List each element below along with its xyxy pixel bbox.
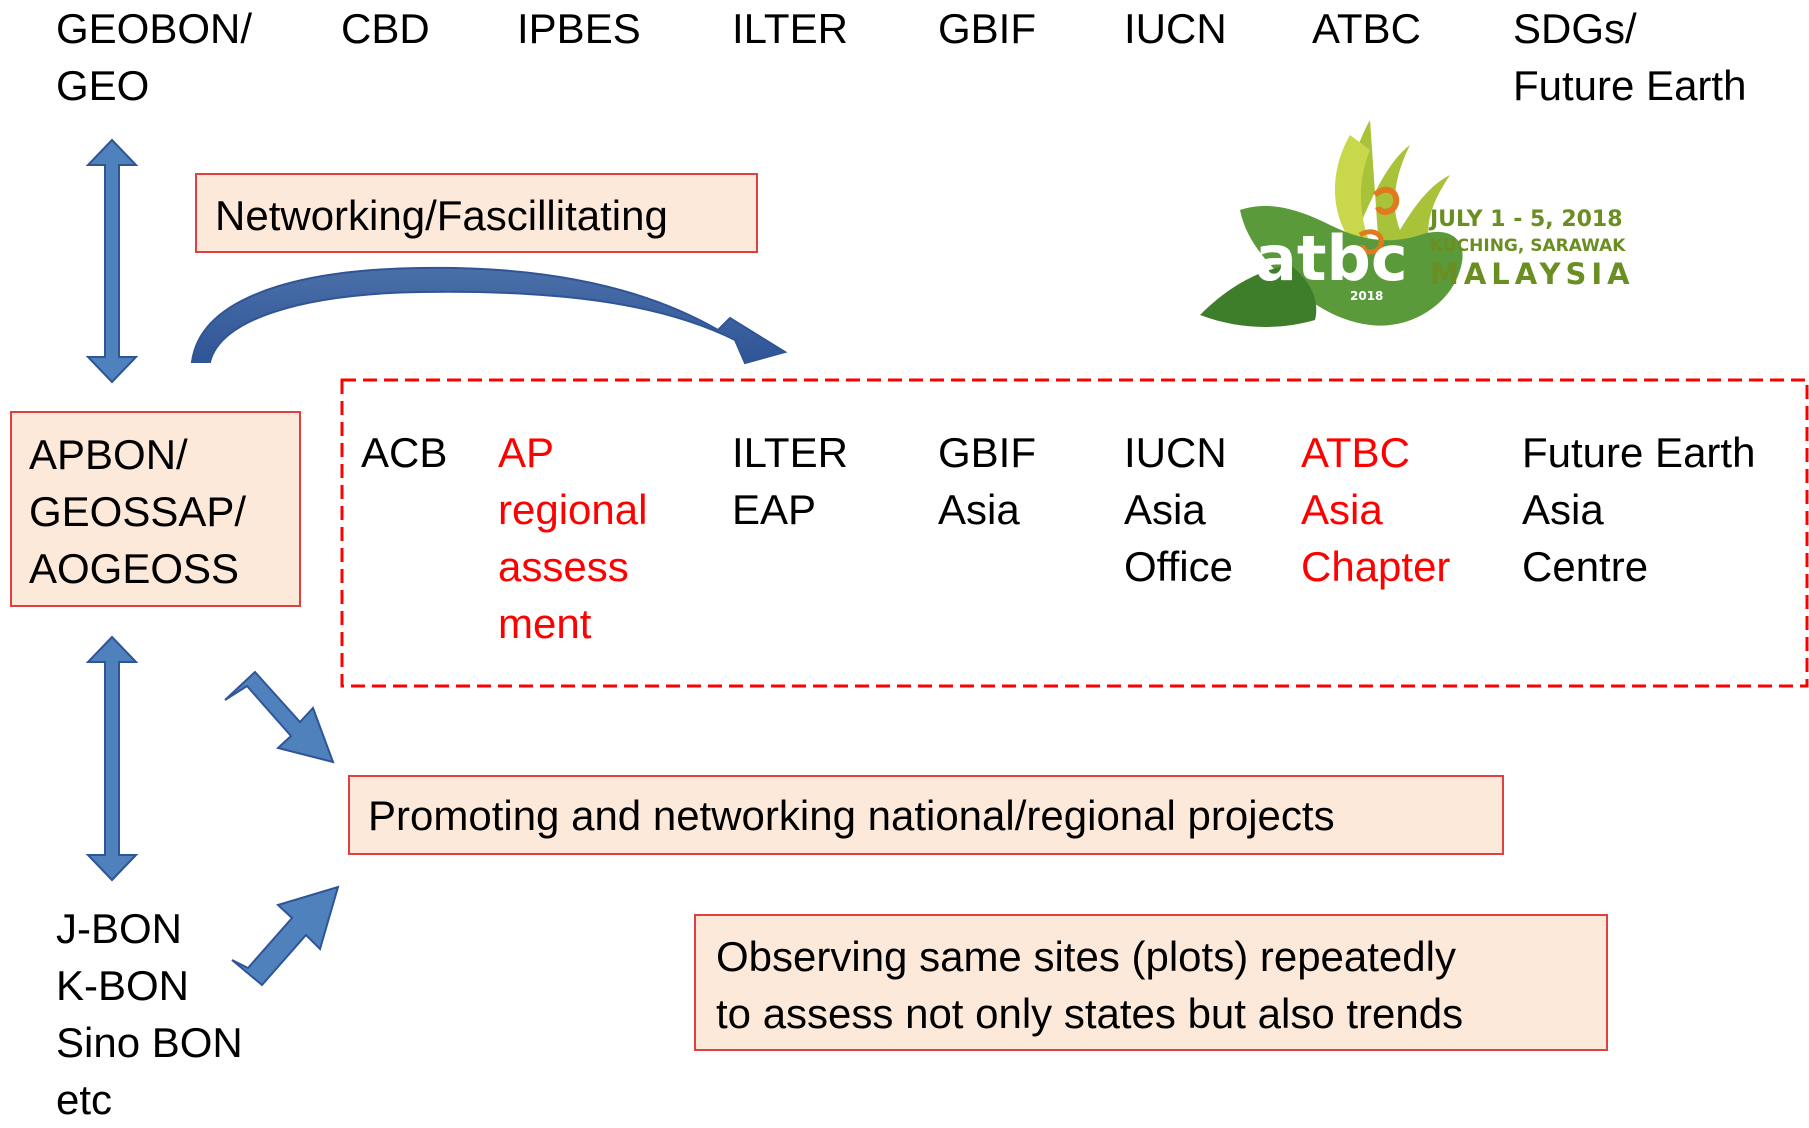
logo-country: MALAYSIA [1430,257,1635,291]
networking-box: Networking/Fascillitating [195,173,758,253]
regional-iucn-asia: IUCN Asia Office [1124,429,1233,590]
regional-gbif-asia: GBIF Asia [938,429,1037,533]
logo-place: KUCHING, SARAWAK [1430,236,1626,256]
regional-ilter-eap: ILTER EAP [732,429,848,533]
org-cbd: CBD [341,5,430,52]
org-ilter: ILTER [732,5,848,52]
double-arrow-bottom [85,635,139,882]
regional-future-earth-asia: Future Earth Asia Centre [1522,429,1756,590]
atbc-2018-logo: atbc 2018 JULY 1 - 5, 2018 KUCHING, SARA… [1200,115,1660,345]
apbon-box: APBON/ GEOSSAP/ AOGEOSS [10,411,301,607]
diagonal-arrow-lower [231,885,340,987]
regional-dashed-frame [340,378,1809,688]
org-ipbes: IPBES [517,5,641,52]
regional-atbc-asia: ATBC Asia Chapter [1301,429,1451,590]
observing-box: Observing same sites (plots) repeatedly … [694,914,1608,1051]
org-gbif: GBIF [938,5,1037,52]
curved-arrow [190,266,788,365]
logo-dates: JULY 1 - 5, 2018 [1430,207,1623,232]
org-iucn: IUCN [1124,5,1227,52]
org-sdgs: SDGs/ Future Earth [1513,5,1747,109]
logo-year: 2018 [1350,289,1383,303]
regional-acb: ACB [361,429,448,476]
regional-ap-assessment: AP regional assess ment [498,429,648,647]
logo-brand: atbc [1255,222,1408,295]
diagonal-arrow-upper [224,670,335,764]
national-bons-list: J-BON K-BON Sino BON etc [56,905,243,1123]
double-arrow-top [85,138,139,384]
org-atbc: ATBC [1312,5,1421,52]
promoting-box: Promoting and networking national/region… [348,775,1504,855]
bird-emblem-icon: atbc 2018 [1200,120,1463,327]
org-geobon: GEOBON/ GEO [56,5,253,109]
